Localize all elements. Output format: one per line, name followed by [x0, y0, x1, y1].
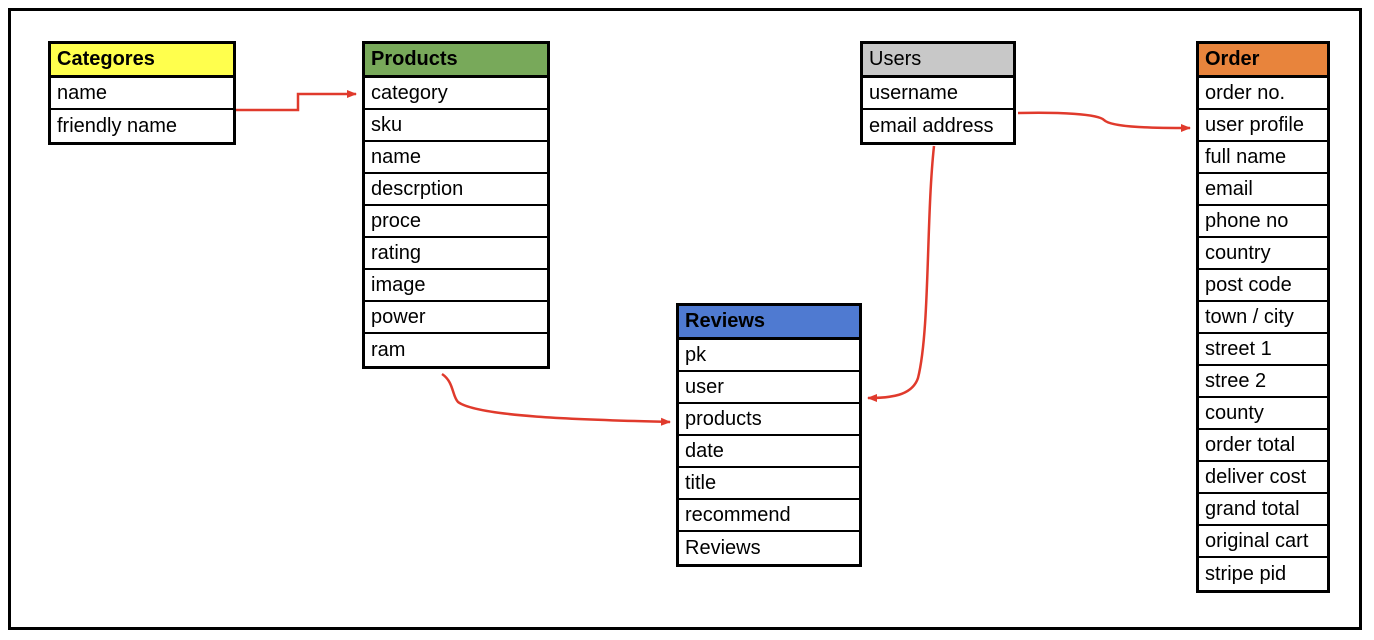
categories-field-row: friendly name [57, 114, 178, 137]
table-categories: Categores name friendly name [48, 41, 236, 145]
reviews-field-row: Reviews [685, 536, 761, 559]
reviews-field-row: title [679, 468, 859, 500]
order-field-row: stripe pid [1205, 562, 1287, 585]
order-field-row: stree 2 [1199, 366, 1327, 398]
reviews-field-row: products [679, 404, 859, 436]
reviews-field-row: date [679, 436, 859, 468]
table-users: Users username email address [860, 41, 1016, 145]
order-field-row: street 1 [1199, 334, 1327, 366]
reviews-field-row: pk [679, 340, 859, 372]
table-header-order: Order [1199, 44, 1327, 78]
order-field-row: deliver cost [1199, 462, 1327, 494]
products-field-row: ram [371, 338, 406, 361]
table-header-categories: Categores [51, 44, 233, 78]
order-field-row: county [1199, 398, 1327, 430]
products-field-row: sku [365, 110, 547, 142]
order-field-row: user profile [1199, 110, 1327, 142]
reviews-field-row: recommend [679, 500, 859, 532]
users-field-row: username [863, 78, 1013, 110]
table-header-users: Users [863, 44, 1013, 78]
order-field-row: town / city [1199, 302, 1327, 334]
reviews-field-row: user [679, 372, 859, 404]
order-field-row: post code [1199, 270, 1327, 302]
relation-products-to-reviews [441, 372, 671, 426]
order-field-row: grand total [1199, 494, 1327, 526]
users-field-row: email address [869, 114, 994, 137]
order-field-row: original cart [1199, 526, 1327, 558]
order-field-row: email [1199, 174, 1327, 206]
categories-field-row: name [51, 78, 233, 110]
order-field-row: order total [1199, 430, 1327, 462]
relation-users-to-reviews [867, 145, 936, 402]
products-field-row: name [365, 142, 547, 174]
table-header-products: Products [365, 44, 547, 78]
relation-categories-to-products [236, 90, 357, 112]
products-field-row: power [365, 302, 547, 334]
relation-users-to-order [1017, 111, 1191, 132]
order-field-row: phone no [1199, 206, 1327, 238]
order-field-row: country [1199, 238, 1327, 270]
products-field-row: image [365, 270, 547, 302]
products-field-row: proce [365, 206, 547, 238]
products-field-row: descrption [365, 174, 547, 206]
table-header-reviews: Reviews [679, 306, 859, 340]
products-field-row: category [365, 78, 547, 110]
products-field-row: rating [365, 238, 547, 270]
order-field-row: order no. [1199, 78, 1327, 110]
order-field-row: full name [1199, 142, 1327, 174]
